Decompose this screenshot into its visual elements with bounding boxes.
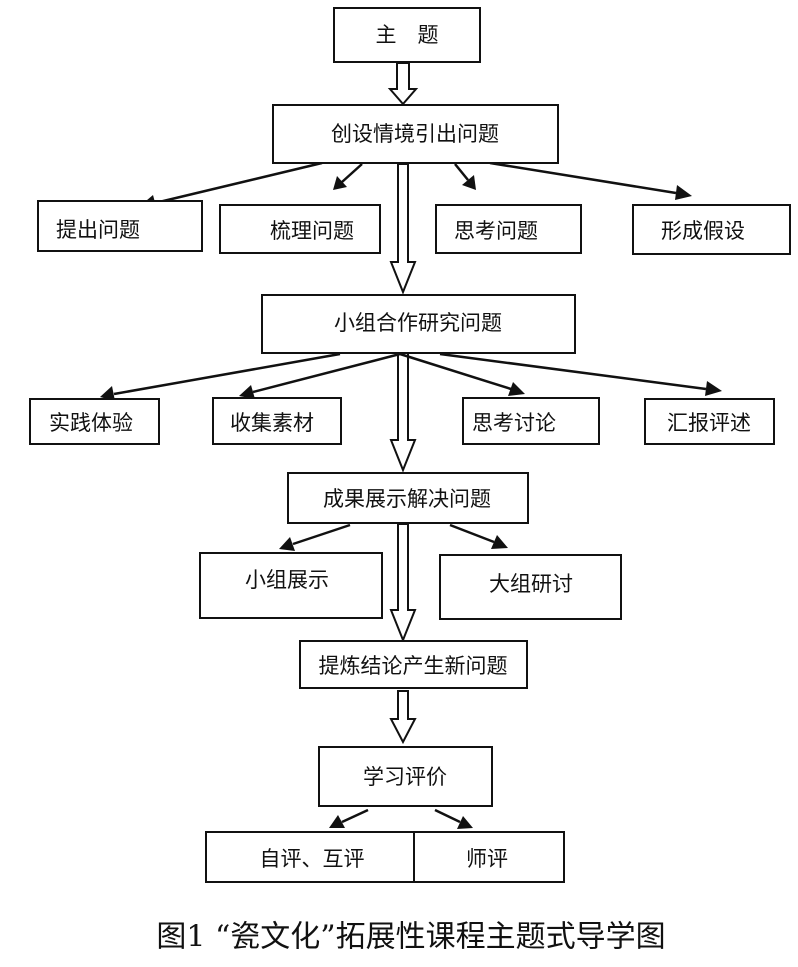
arrow-head-to-group-show: [279, 537, 295, 551]
arrow-head-to-practice: [100, 386, 115, 401]
figure-caption: 图1 “瓷文化”拓展性课程主题式导学图: [156, 920, 665, 955]
node-refine-conclusion-label: 提炼结论产生新问题: [319, 654, 508, 678]
node-collect-material-label: 收集素材: [230, 411, 314, 435]
node-show-results: 成果展示解决问题: [287, 472, 529, 524]
node-form-hypothesis-label: 形成假设: [661, 219, 745, 243]
arrow-head-to-think-discuss: [508, 382, 525, 396]
node-self-mutual-eval: 自评、互评: [205, 831, 415, 883]
node-group-research-label: 小组合作研究问题: [334, 311, 502, 335]
arrow-line-to-big-group: [449, 523, 495, 544]
node-sort-question-label: 梳理问题: [270, 219, 354, 243]
node-practice-label: 实践体验: [49, 411, 133, 435]
node-think-discuss-label: 思考讨论: [472, 411, 556, 435]
arrow-head-to-sort: [333, 176, 347, 190]
node-raise-question: 提出问题: [37, 200, 203, 252]
arrow-head-to-report: [705, 381, 722, 396]
node-think-question: 思考问题: [435, 204, 582, 254]
hollow-arrow-group-to-results: [389, 352, 417, 473]
node-theme: 主 题: [333, 7, 481, 63]
arrow-line-to-think-discuss: [399, 352, 512, 391]
node-learning-eval-label: 学习评价: [363, 765, 447, 789]
node-big-group-discuss-label: 大组研讨: [489, 572, 573, 596]
node-theme-label: 主 题: [376, 23, 439, 47]
node-create-situation: 创设情境引出问题: [272, 104, 559, 164]
hollow-arrow-results-to-refine: [389, 523, 417, 643]
arrow-line-to-raise: [154, 161, 323, 205]
node-show-results-label: 成果展示解决问题: [323, 487, 491, 511]
arrow-head-to-think: [462, 175, 476, 190]
arrow-head-to-teacher-eval: [457, 816, 473, 829]
node-collect-material: 收集素材: [212, 397, 342, 445]
arrow-line-to-teacher-eval: [434, 808, 461, 824]
arrow-line-to-sort: [341, 163, 363, 183]
arrow-line-to-collect: [252, 352, 401, 394]
node-report-review: 汇报评述: [644, 398, 775, 445]
node-big-group-discuss: 大组研讨: [439, 554, 622, 620]
arrow-line-to-think: [454, 163, 469, 181]
node-form-hypothesis: 形成假设: [632, 204, 791, 255]
arrow-line-to-self-eval: [341, 808, 369, 824]
node-group-show: 小组展示: [199, 552, 383, 619]
node-sort-question: 梳理问题: [219, 204, 381, 254]
hollow-arrow-situation-to-group: [389, 163, 417, 295]
hollow-arrow-theme-to-situation: [387, 62, 419, 106]
arrow-head-to-hypothesis: [675, 185, 692, 200]
node-raise-question-label: 提出问题: [56, 218, 140, 242]
arrow-line-to-hypothesis: [489, 161, 677, 195]
node-create-situation-label: 创设情境引出问题: [331, 122, 499, 146]
node-practice: 实践体验: [29, 398, 160, 445]
node-group-show-label: 小组展示: [245, 568, 329, 592]
node-learning-eval: 学习评价: [318, 746, 493, 807]
node-teacher-eval-label: 师评: [466, 847, 508, 871]
arrow-line-to-report: [439, 352, 707, 391]
node-teacher-eval: 师评: [413, 831, 565, 883]
arrow-head-to-self-eval: [329, 815, 345, 828]
node-think-question-label: 思考问题: [454, 219, 538, 243]
node-self-mutual-eval-label: 自评、互评: [260, 847, 365, 871]
arrow-head-to-collect: [239, 385, 255, 399]
arrow-line-to-group-show: [292, 523, 351, 546]
arrow-line-to-practice: [113, 352, 341, 396]
node-think-discuss: 思考讨论: [462, 397, 600, 445]
hollow-arrow-refine-to-eval: [389, 690, 417, 745]
arrow-head-to-big-group: [491, 535, 508, 549]
node-refine-conclusion: 提炼结论产生新问题: [299, 640, 528, 689]
node-group-research: 小组合作研究问题: [261, 294, 576, 354]
node-report-review-label: 汇报评述: [667, 411, 751, 435]
